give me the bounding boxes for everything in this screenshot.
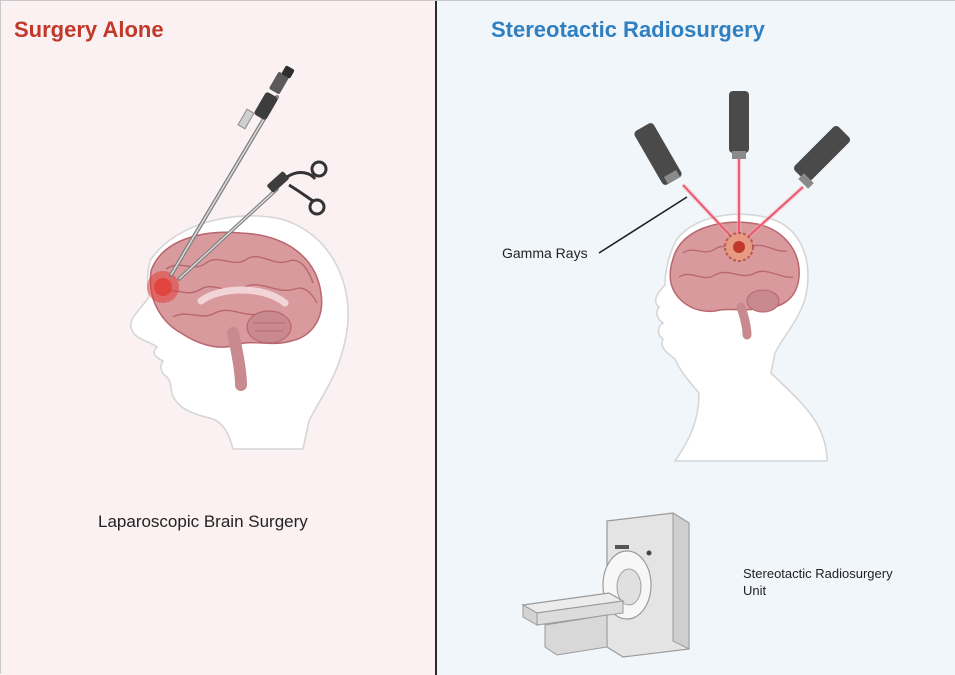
gamma-ray-beams (681, 159, 805, 247)
stereotactic-radiosurgery-panel: Stereotactic Radiosurgery (437, 1, 955, 675)
radiosurgery-unit-label-line1: Stereotactic Radiosurgery (743, 566, 893, 581)
brain-right (669, 221, 800, 340)
gamma-label-leader-line (598, 196, 688, 254)
tumor-target-right (724, 232, 754, 262)
gamma-emitter-icon (793, 125, 851, 189)
stereotactic-radiosurgery-title: Stereotactic Radiosurgery (491, 17, 765, 42)
radiosurgery-unit-label-line2: Unit (743, 583, 767, 598)
gamma-emitter-icon (729, 91, 749, 159)
brain-left (149, 231, 323, 391)
tumor-lesion-left (147, 271, 179, 303)
laparoscopic-surgery-illustration (130, 65, 349, 450)
radiosurgery-unit-label: Stereotactic Radiosurgery Unit (743, 565, 893, 599)
radiosurgery-illustration (521, 91, 851, 658)
surgery-alone-panel: Surgery Alone (1, 1, 435, 675)
surgery-alone-title: Surgery Alone (14, 17, 164, 42)
laparoscopic-surgery-caption: Laparoscopic Brain Surgery (98, 512, 308, 531)
radiosurgery-unit-icon (521, 512, 690, 658)
laparoscope-icon (169, 65, 295, 277)
gamma-emitter-icon (634, 123, 682, 185)
laparoscopic-grasper-icon (177, 160, 328, 281)
gamma-rays-label: Gamma Rays (502, 245, 588, 261)
panel-divider (435, 1, 437, 675)
